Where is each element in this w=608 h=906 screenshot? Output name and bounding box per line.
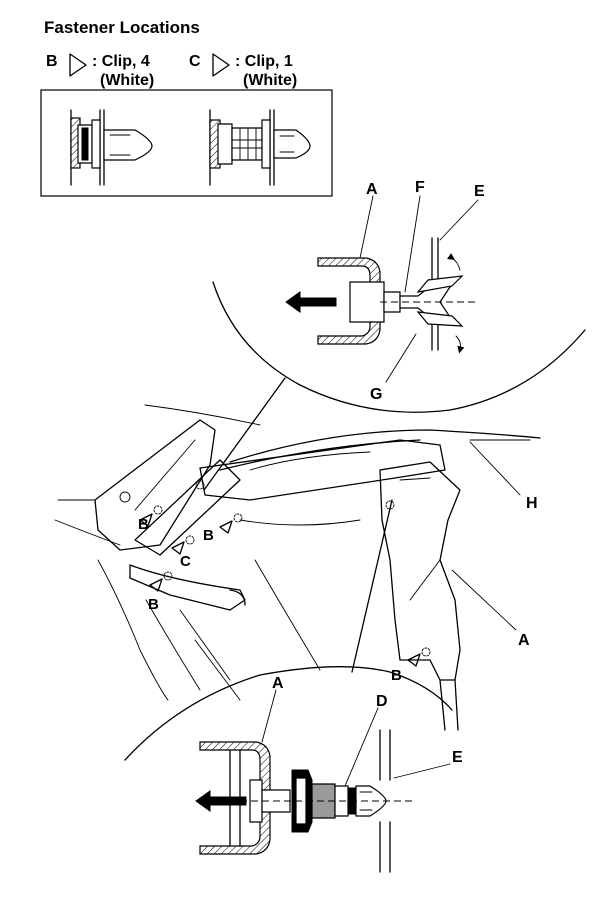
clip-marker-upper-left [195,480,205,490]
removal-arrow-icon [285,291,337,313]
callout-a-main: A [518,632,530,649]
detail-leader-line [351,499,393,673]
removal-arrow-icon [195,790,247,812]
triangle-marker-icon [69,53,87,77]
clip-marker-b3 [149,571,173,592]
detail-circle-outline [124,666,453,761]
center-pillar-trim-a [379,461,461,681]
callout-e-bottom: E [452,749,463,766]
callout-c: C [180,553,191,570]
legend-b-color: (White) [100,72,154,89]
callout-b2: B [203,527,214,544]
clip-b-illustration [70,109,153,186]
legend-c-text: : Clip, 1 [235,53,293,70]
callout-h: H [526,495,538,512]
detail-leader-line [203,377,286,491]
main-pillar-drawing: H A B B C B B [54,404,541,731]
callout-b4: B [391,667,402,684]
triangle-marker-icon [212,53,230,77]
callout-a-top: A [366,181,378,198]
top-detail-view: A F E G [203,179,586,491]
callout-f: F [415,179,425,196]
clip-marker-c [171,535,195,555]
clip-marker-b2 [219,513,243,534]
legend-box [40,89,333,197]
clip-marker-upper [385,500,395,510]
legend-clip-c: C : Clip, 1 (White) [189,53,297,89]
callout-b1: B [138,516,149,533]
legend-b-text: : Clip, 4 [92,53,150,70]
callout-d: D [376,693,388,710]
callout-g: G [370,386,382,403]
panel-a-section [317,257,381,345]
callout-b3: B [148,596,159,613]
front-pillar-trim [94,419,216,551]
sill-trim [129,564,246,611]
detail-circle-outline [212,281,586,413]
bottom-detail-view: A D E [124,499,463,873]
clip-marker-b1 [139,505,163,527]
clip-marker-b4 [407,647,431,667]
legend-clip-b: B : Clip, 4 (White) [46,53,154,89]
legend-b-letter: B [46,53,58,70]
callout-e-top: E [474,183,485,200]
callout-a-bottom: A [272,675,284,692]
panel-a-section-bottom [199,741,271,855]
legend-c-letter: C [189,53,201,70]
diagram-title: Fastener Locations [44,18,200,37]
legend-c-color: (White) [243,72,297,89]
clip-c-illustration [209,109,311,186]
